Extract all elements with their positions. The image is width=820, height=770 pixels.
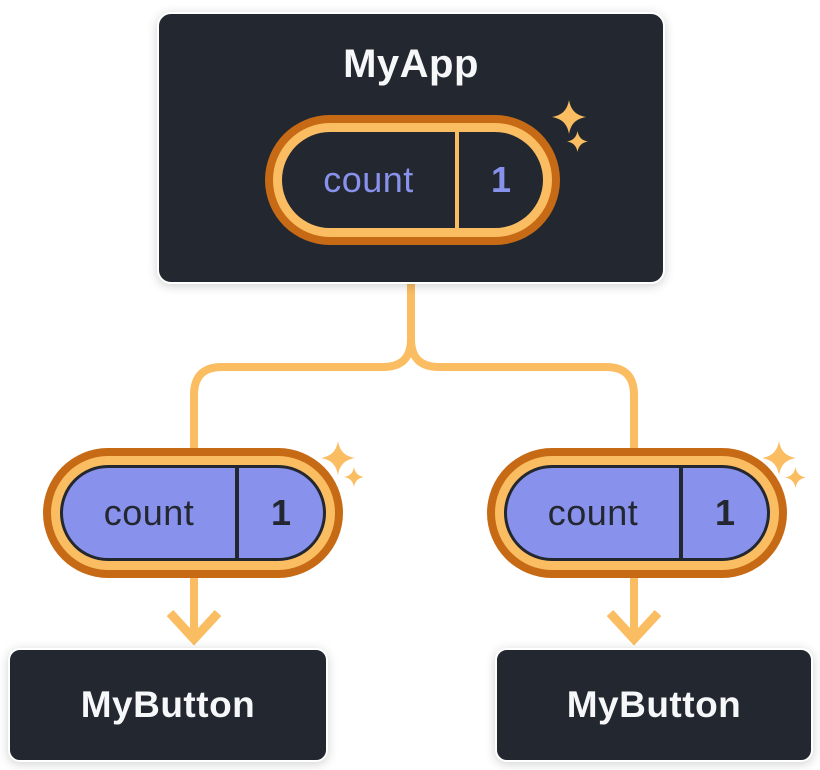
- sparkle-icon: [344, 467, 364, 487]
- node-title: MyApp: [343, 42, 479, 86]
- pill-ring: count 1: [495, 456, 779, 570]
- sparkle-icon: [762, 441, 796, 475]
- pill-divider: [679, 468, 683, 558]
- prop-pill-left: count 1: [43, 448, 343, 578]
- sparkle-icon: [567, 131, 588, 152]
- node-mybutton-right: MyButton: [495, 648, 813, 762]
- state-pill-root: count 1: [265, 115, 560, 245]
- prop-pill-right: count 1: [487, 448, 787, 578]
- arrow-down-icon: [606, 609, 662, 646]
- sparkle-icon: [785, 467, 806, 488]
- prop-value: 1: [714, 492, 736, 533]
- node-title: MyButton: [80, 684, 256, 725]
- sparkle-icon: [321, 441, 355, 475]
- pill-body: count 1: [60, 465, 326, 561]
- pill-divider: [455, 132, 459, 228]
- prop-value: 1: [270, 492, 292, 533]
- state-name: count: [323, 159, 414, 200]
- pill-ring: count 1: [273, 123, 552, 237]
- pill-body: count 1: [282, 132, 543, 228]
- state-value: 1: [490, 159, 512, 200]
- node-mybutton-left: MyButton: [8, 648, 328, 762]
- pill-divider: [235, 468, 239, 558]
- prop-name: count: [547, 492, 639, 533]
- node-myapp: MyApp count 1: [157, 12, 665, 284]
- pill-ring: count 1: [51, 456, 335, 570]
- sparkle-icon: [552, 100, 586, 134]
- arrow-down-icon: [166, 609, 222, 646]
- prop-name: count: [103, 492, 195, 533]
- node-title: MyButton: [566, 684, 742, 725]
- pill-body: count 1: [504, 465, 770, 561]
- branch-line-right: [407, 279, 638, 638]
